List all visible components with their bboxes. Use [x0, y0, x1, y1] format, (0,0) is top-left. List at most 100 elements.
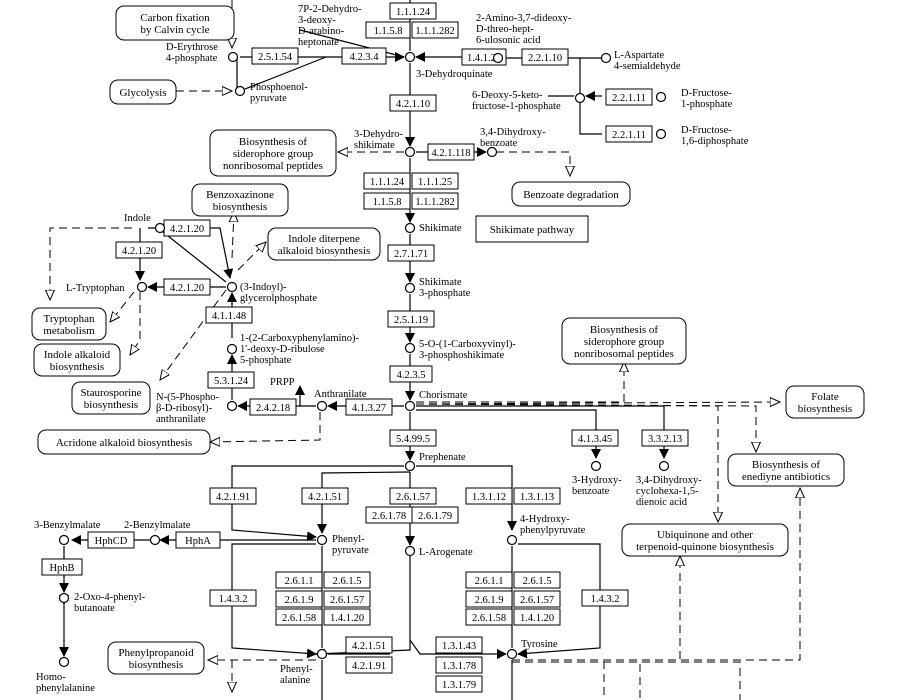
enzyme-box[interactable]: 2.6.1.57 — [389, 487, 437, 505]
enzyme-box[interactable]: 1.4.3.2 — [581, 589, 629, 607]
enzyme-box[interactable]: 4.2.3.5 — [389, 365, 433, 383]
compound-shikimate-3p-node[interactable] — [404, 282, 416, 294]
enzyme-box[interactable]: 1.3.1.78 — [435, 656, 483, 674]
enzyme-box[interactable]: 1.3.1.43 — [435, 636, 483, 654]
compound-epsp-node[interactable] — [404, 342, 416, 354]
enzyme-box[interactable]: 1.3.1.79 — [435, 675, 483, 693]
compound-hydroxybenzoate-node[interactable] — [590, 460, 602, 472]
enzyme-box[interactable]: 4.2.1.91 — [345, 656, 393, 674]
compound-prephenate-node[interactable] — [404, 460, 416, 472]
enzyme-box[interactable]: 2.6.1.79 — [411, 506, 459, 524]
enzyme-box[interactable]: 5.3.1.24 — [207, 371, 255, 389]
enzyme-box[interactable]: 1.1.1.282 — [411, 21, 459, 39]
compound-dehydroquinate-node[interactable] — [404, 51, 416, 63]
enzyme-box[interactable]: 1.4.1.20 — [513, 608, 561, 626]
compound-deoxyketo-node[interactable] — [574, 92, 586, 104]
compound-homophe-node[interactable] — [58, 656, 70, 668]
compound-chorismate-node[interactable] — [404, 400, 416, 412]
enzyme-box[interactable]: 2.2.1.11 — [605, 88, 653, 106]
enzyme-box[interactable]: 4.2.3.4 — [341, 47, 387, 65]
enzyme-box[interactable]: 4.2.1.51 — [301, 487, 349, 505]
compound-aspartate-sa-node[interactable] — [600, 52, 612, 64]
enzyme-box[interactable]: 2.6.1.5 — [323, 571, 371, 589]
enzyme-box[interactable]: 2.6.1.57 — [513, 590, 561, 608]
compound-igp-node[interactable] — [226, 281, 238, 293]
compound-dihydroxybenzoate-node[interactable] — [486, 146, 498, 158]
compound-d-erythrose-node[interactable] — [227, 51, 239, 63]
compound-tryptophan-node[interactable] — [136, 281, 148, 293]
enzyme-box[interactable]: 1.3.1.13 — [513, 487, 561, 505]
enzyme-box[interactable]: 1.1.1.24 — [363, 172, 411, 190]
enzyme-box[interactable]: 2.6.1.57 — [323, 590, 371, 608]
compound-fructose-1p-node[interactable] — [655, 91, 667, 103]
pathway-acridone[interactable]: Acridone alkaloid biosynthesis — [37, 429, 211, 455]
compound-tyrosine-node[interactable] — [506, 648, 518, 660]
enzyme-box[interactable]: 4.1.3.45 — [571, 429, 619, 447]
enzyme-box[interactable]: 4.2.1.118 — [427, 143, 475, 161]
enzyme-box[interactable]: 4.2.1.20 — [163, 278, 211, 296]
compound-dhcd-node[interactable] — [658, 460, 670, 472]
enzyme-box[interactable]: 3.3.2.13 — [641, 429, 689, 447]
enzyme-box[interactable]: 4.2.1.91 — [209, 487, 257, 505]
compound-benzylmalate3-node[interactable] — [58, 534, 70, 546]
enzyme-box[interactable]: 1.1.1.282 — [411, 192, 459, 210]
compound-phenylalanine-node[interactable] — [316, 648, 328, 660]
enzyme-box[interactable]: 1.3.1.12 — [465, 487, 513, 505]
enzyme-box[interactable]: 1.1.5.8 — [365, 21, 411, 39]
enzyme-box[interactable]: 2.6.1.1 — [465, 571, 513, 589]
enzyme-box[interactable]: 4.2.1.51 — [345, 636, 393, 654]
enzyme-box[interactable]: 1.1.5.8 — [363, 192, 411, 210]
enzyme-box[interactable]: HphCD — [87, 531, 135, 549]
enzyme-box[interactable]: 1.4.3.2 — [209, 589, 257, 607]
compound-fructose-16-node[interactable] — [655, 128, 667, 140]
compound-indole-node[interactable] — [154, 222, 166, 234]
enzyme-box[interactable]: 2.6.1.78 — [365, 506, 413, 524]
compound-pep-node[interactable] — [234, 85, 246, 97]
enzyme-box[interactable]: 4.2.1.20 — [163, 219, 211, 237]
enzyme-box[interactable]: HphA — [175, 531, 221, 549]
compound-pra-node[interactable] — [226, 400, 238, 412]
compound-shikimate-node[interactable] — [404, 222, 416, 234]
enzyme-box[interactable]: 1.1.1.25 — [411, 172, 459, 190]
compound-benzylmalate2-node[interactable] — [149, 534, 161, 546]
enzyme-box[interactable]: 4.1.1.48 — [205, 306, 253, 324]
enzyme-box[interactable]: HphB — [41, 558, 83, 576]
pathway-benzoate-degradation[interactable]: Benzoate degradation — [511, 181, 631, 207]
enzyme-box[interactable]: 2.5.1.54 — [251, 47, 299, 65]
compound-arogenate-node[interactable] — [404, 545, 416, 557]
enzyme-box[interactable]: 2.5.1.19 — [387, 310, 435, 328]
enzyme-box[interactable]: 2.6.1.58 — [465, 608, 513, 626]
enzyme-box[interactable]: 2.6.1.58 — [275, 608, 323, 626]
compound-cdrp-node[interactable] — [226, 343, 238, 355]
enzyme-box[interactable]: 2.6.1.9 — [465, 590, 513, 608]
enzyme-box[interactable]: 4.2.1.20 — [115, 241, 163, 259]
pathway-glycolysis[interactable]: Glycolysis — [109, 79, 177, 105]
compound-hpp-node[interactable] — [506, 534, 518, 546]
compound-anthranilate-node[interactable] — [316, 400, 328, 412]
enzyme-box[interactable]: 2.6.1.5 — [513, 571, 561, 589]
compound-oxophenyl-node[interactable] — [58, 592, 70, 604]
enzyme-box[interactable]: 4.1.3.27 — [345, 398, 393, 416]
enzyme-box[interactable]: 1.4.1.20 — [323, 608, 371, 626]
enzyme-box[interactable]: 2.4.2.18 — [249, 398, 297, 416]
enzyme-box[interactable]: 4.2.1.10 — [389, 94, 437, 112]
enzyme-box[interactable]: 2.6.1.1 — [275, 571, 323, 589]
compound-dehydroshikimate-node[interactable] — [404, 146, 416, 158]
enzyme-box[interactable]: 1.1.1.24 — [389, 2, 437, 20]
enzyme-box[interactable]: 2.6.1.9 — [275, 590, 323, 608]
compound-adth-node[interactable] — [492, 52, 504, 64]
enzyme-box[interactable]: 5.4.99.5 — [389, 429, 437, 447]
compound-phenylpyruvate-node[interactable] — [316, 534, 328, 546]
